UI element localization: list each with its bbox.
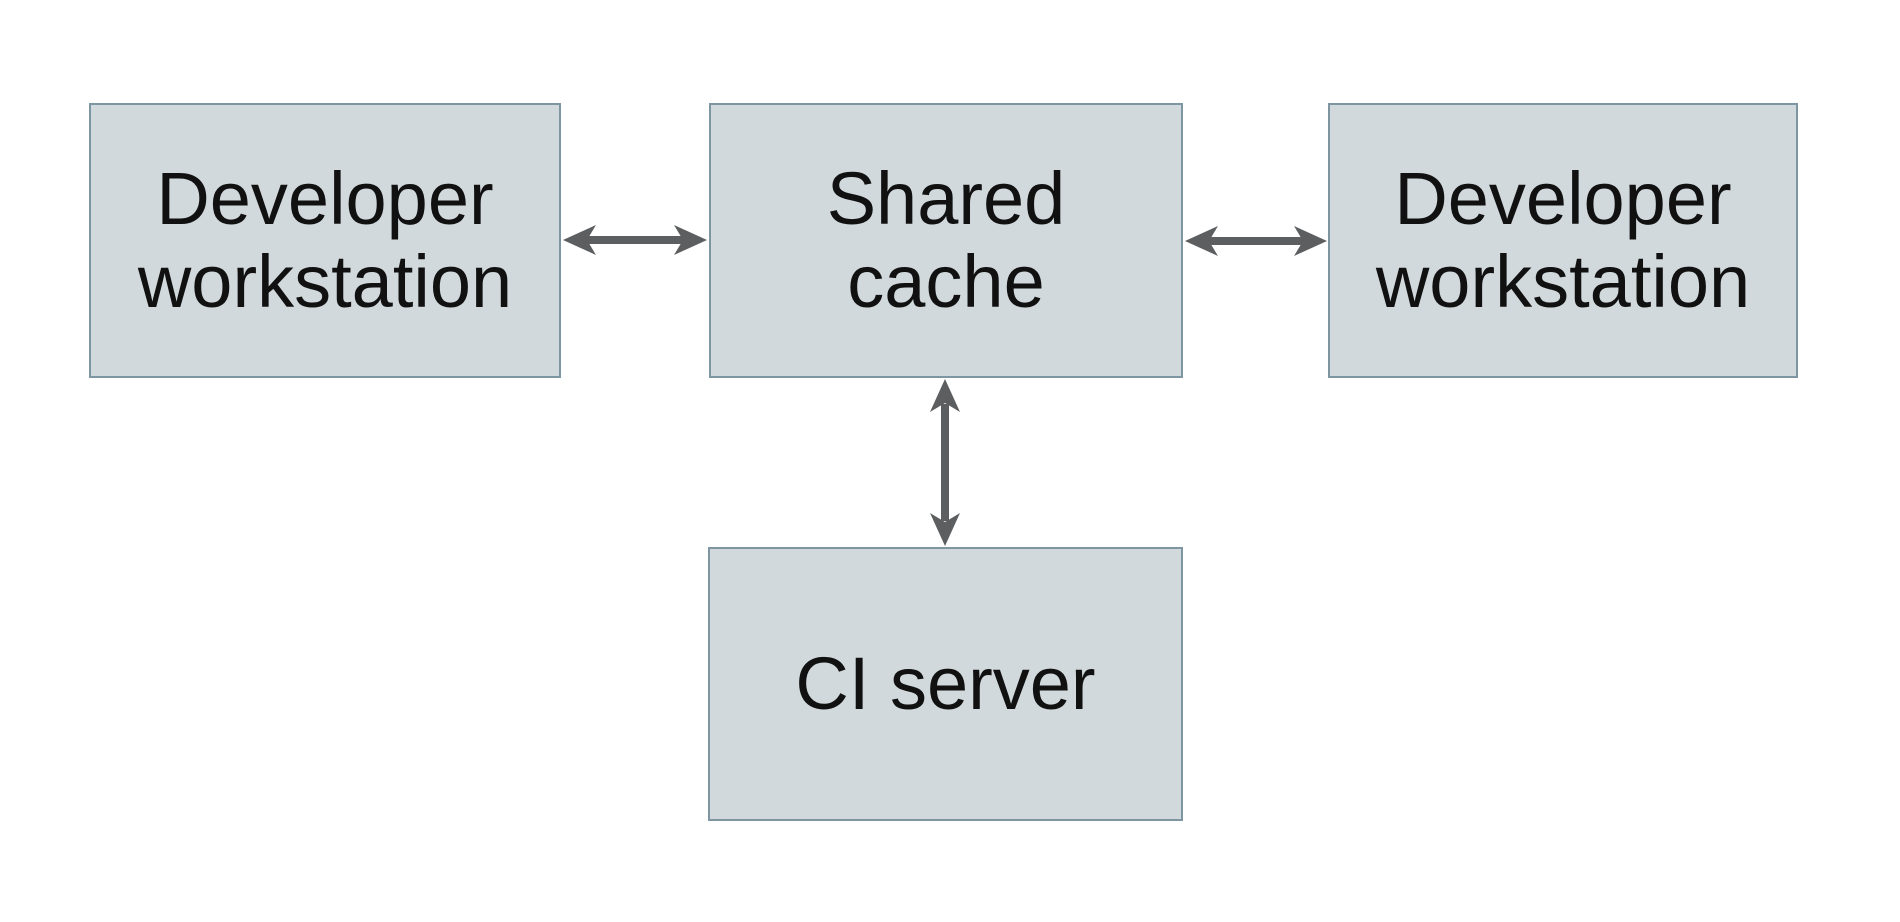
node-ci-server: CI server [708, 547, 1183, 821]
node-ci-server-label: CI server [795, 641, 1096, 725]
node-developer-workstation-left: Developer workstation [89, 103, 561, 378]
bidirectional-arrow-left-workstation-cache-icon [563, 225, 707, 255]
node-developer-workstation-left-label: Developer workstation [137, 156, 513, 323]
node-developer-workstation-right: Developer workstation [1328, 103, 1798, 378]
bidirectional-arrow-cache-ci-server-icon [930, 379, 960, 546]
bidirectional-arrow-cache-right-workstation-icon [1185, 226, 1327, 256]
node-developer-workstation-right-label: Developer workstation [1375, 156, 1751, 323]
node-shared-cache: Shared cache [709, 103, 1183, 378]
node-shared-cache-label: Shared cache [826, 156, 1066, 323]
